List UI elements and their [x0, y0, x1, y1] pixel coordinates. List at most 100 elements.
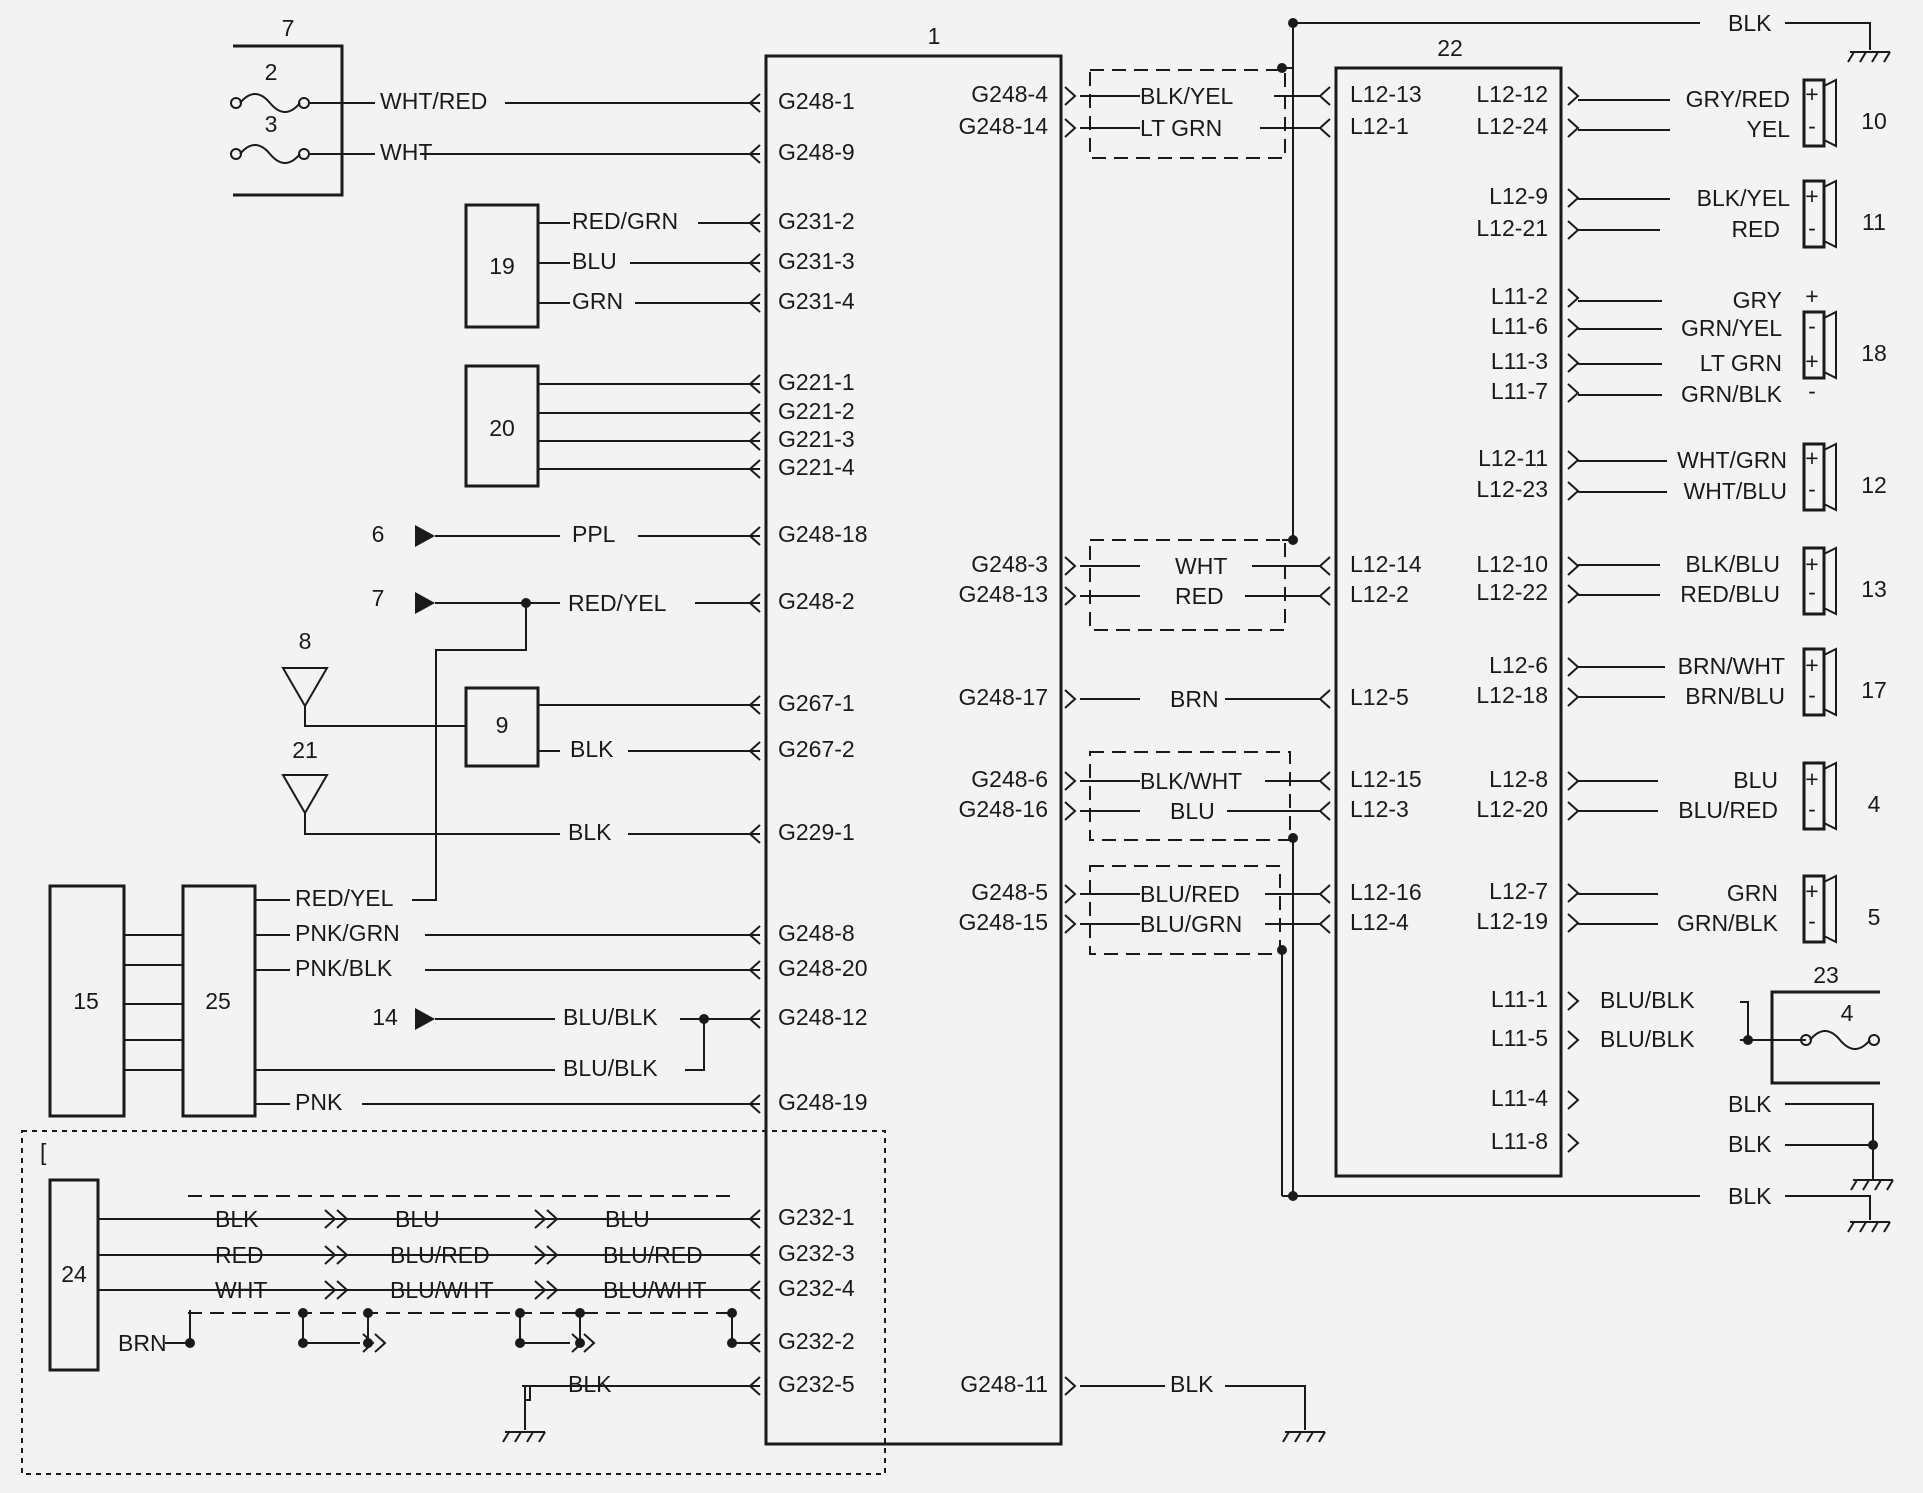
connector-icon	[1567, 687, 1580, 707]
wire-label: RED/YEL	[568, 590, 667, 616]
speaker-icon	[1802, 546, 1826, 616]
label-speaker-17: 17	[1861, 677, 1887, 703]
ground-icon	[1859, 51, 1867, 63]
connector-icon	[324, 1245, 337, 1265]
speaker-icon	[1823, 179, 1837, 249]
connector-icon	[1567, 883, 1580, 903]
wire-label: PNK/GRN	[295, 920, 400, 946]
harness-label: BRN	[118, 1330, 167, 1356]
junction-dot	[298, 1308, 308, 1318]
wire-label: GRN/YEL	[1681, 315, 1782, 341]
ground-icon	[1850, 1179, 1858, 1191]
connector-icon	[1318, 556, 1331, 576]
pin-mid-right: L12-5	[1350, 684, 1409, 710]
wire-label: BLU/BLK	[1600, 987, 1695, 1013]
pin-r: L12-24	[1476, 113, 1548, 139]
speaker-icon	[1823, 761, 1837, 831]
fuse-icon	[239, 93, 301, 113]
wire-path	[685, 1019, 705, 1071]
label-speaker-5: 5	[1868, 904, 1881, 930]
pin-mid-left: G248-6	[971, 766, 1048, 792]
connector-icon	[1567, 1090, 1580, 1110]
pin-g-7: G221-3	[778, 426, 855, 452]
connector-icon	[1064, 86, 1077, 106]
minus-sign: -	[1808, 796, 1816, 822]
connector-icon	[1064, 914, 1077, 934]
harness-label: BLU	[605, 1206, 650, 1232]
pin-mid-left: G248-13	[958, 581, 1048, 607]
pin-mid-right: L12-4	[1350, 909, 1409, 935]
connector-icon	[1318, 771, 1331, 791]
wire-label: BLU/RED	[1678, 797, 1778, 823]
pin-r: L12-8	[1489, 766, 1548, 792]
pin-g-3: G231-3	[778, 248, 855, 274]
wire-path	[304, 706, 466, 727]
connector-icon	[374, 1333, 387, 1353]
ground-icon	[1862, 1179, 1870, 1191]
ground-icon	[1318, 1431, 1326, 1443]
unit-1-box	[764, 54, 1063, 1446]
ground-icon	[1282, 1431, 1290, 1443]
connector-icon	[336, 1280, 349, 1300]
wire-label: BRN	[1170, 686, 1219, 712]
pin-mid-left: G248-5	[971, 879, 1048, 905]
speaker-icon	[1802, 310, 1826, 380]
pin-g-0: G248-1	[778, 88, 855, 114]
junction-dot	[515, 1308, 525, 1318]
ground-icon	[1847, 51, 1855, 63]
connector-icon	[1567, 584, 1580, 604]
pin-r: L12-9	[1489, 183, 1548, 209]
connector-icon	[1318, 118, 1331, 138]
pin-mid-right: L12-1	[1350, 113, 1409, 139]
connector-icon	[534, 1280, 547, 1300]
pin-g-15: G248-20	[778, 955, 868, 981]
wire-label: WHT/BLU	[1684, 478, 1788, 504]
connector-icon	[1318, 801, 1331, 821]
wire-label: LT GRN	[1700, 350, 1782, 376]
pin-g-14: G248-8	[778, 920, 855, 946]
wire-label: BLK/YEL	[1697, 185, 1791, 211]
connector-icon	[1064, 586, 1077, 606]
speaker-icon	[1802, 179, 1826, 249]
fuse-terminal	[1868, 1034, 1880, 1046]
wire-label: BRN/BLU	[1685, 683, 1785, 709]
pin-g-22: G232-5	[778, 1371, 855, 1397]
wire-label: BLK	[568, 819, 612, 845]
fuse-icon	[1809, 1030, 1871, 1050]
label-speaker-12: 12	[1861, 472, 1887, 498]
wire-path	[1785, 1103, 1874, 1180]
harness-label: WHT	[215, 1277, 267, 1303]
pin-g-18: G232-1	[778, 1204, 855, 1230]
label-2: 2	[265, 59, 278, 85]
harness-label: BLU	[395, 1206, 440, 1232]
plus-sign: +	[1805, 283, 1818, 309]
component-7-box	[233, 44, 344, 197]
pin-g-6: G221-2	[778, 398, 855, 424]
ground-icon	[1294, 1431, 1302, 1443]
label-21: 21	[292, 737, 318, 763]
harness-label: BLU/WHT	[603, 1277, 707, 1303]
speaker-icon	[1802, 647, 1826, 717]
wire-path	[525, 1386, 531, 1401]
pin-g-20: G232-4	[778, 1275, 855, 1301]
wire-label: BLU	[572, 248, 617, 274]
junction-dot	[1288, 535, 1298, 545]
plus-sign: +	[1805, 183, 1818, 209]
wire-label: WHT	[1175, 553, 1227, 579]
speaker-icon	[1823, 78, 1837, 148]
pin-r: L11-8	[1491, 1128, 1548, 1154]
pin-r: L12-18	[1476, 682, 1548, 708]
minus-sign: -	[1808, 378, 1816, 404]
speaker-icon	[1802, 761, 1826, 831]
wire-label: BLK	[1170, 1371, 1214, 1397]
wire-label: BLK	[1728, 1131, 1772, 1157]
minus-sign: -	[1808, 313, 1816, 339]
wire-path	[1225, 1385, 1306, 1430]
pin-r: L12-11	[1478, 445, 1548, 471]
connector-icon	[534, 1245, 547, 1265]
ground-icon	[1871, 1221, 1879, 1233]
label-7b: 7	[372, 585, 385, 611]
connector-icon	[324, 1280, 337, 1300]
connector-icon	[1567, 318, 1580, 338]
